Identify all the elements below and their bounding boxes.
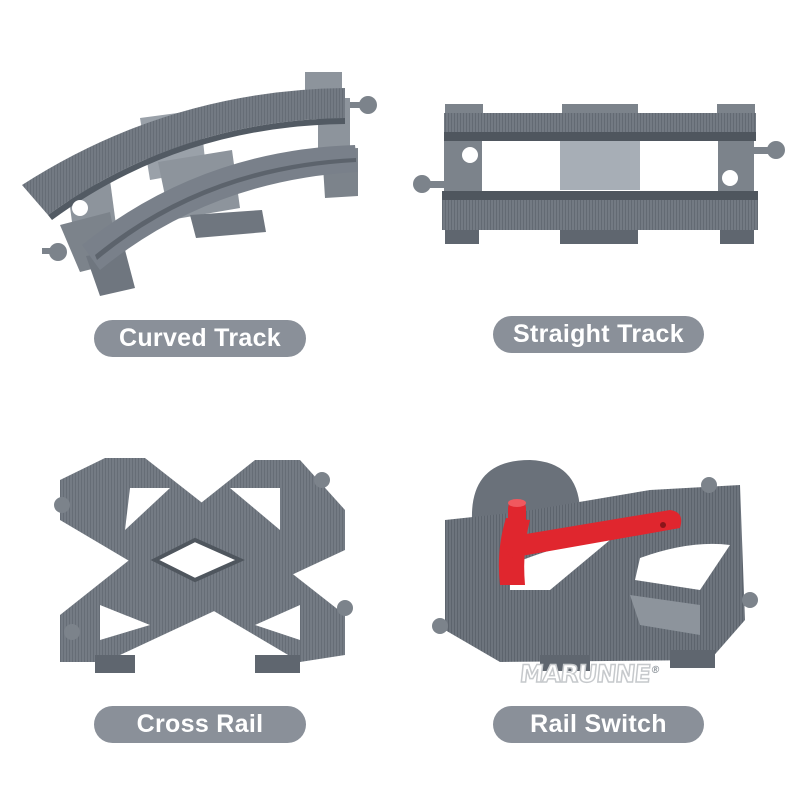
brand-logo: MARUNNE® — [518, 659, 661, 689]
cross-rail-panel: Cross Rail — [0, 400, 400, 800]
straight-track-panel: Straight Track — [400, 0, 800, 400]
registered-mark: ® — [649, 665, 660, 676]
cross-rail-icon — [54, 458, 353, 673]
straight-track-label: Straight Track — [493, 316, 704, 353]
brand-name: MARUNNE — [518, 659, 652, 689]
cross-rail-label: Cross Rail — [94, 706, 306, 743]
curved-track-icon — [22, 72, 377, 296]
rail-switch-icon — [432, 460, 758, 671]
rail-switch-panel: Rail Switch — [400, 400, 800, 800]
straight-track-icon — [413, 104, 785, 244]
curved-track-panel: Curved Track — [0, 0, 400, 400]
rail-switch-label: Rail Switch — [493, 706, 704, 743]
curved-track-label: Curved Track — [94, 320, 306, 357]
